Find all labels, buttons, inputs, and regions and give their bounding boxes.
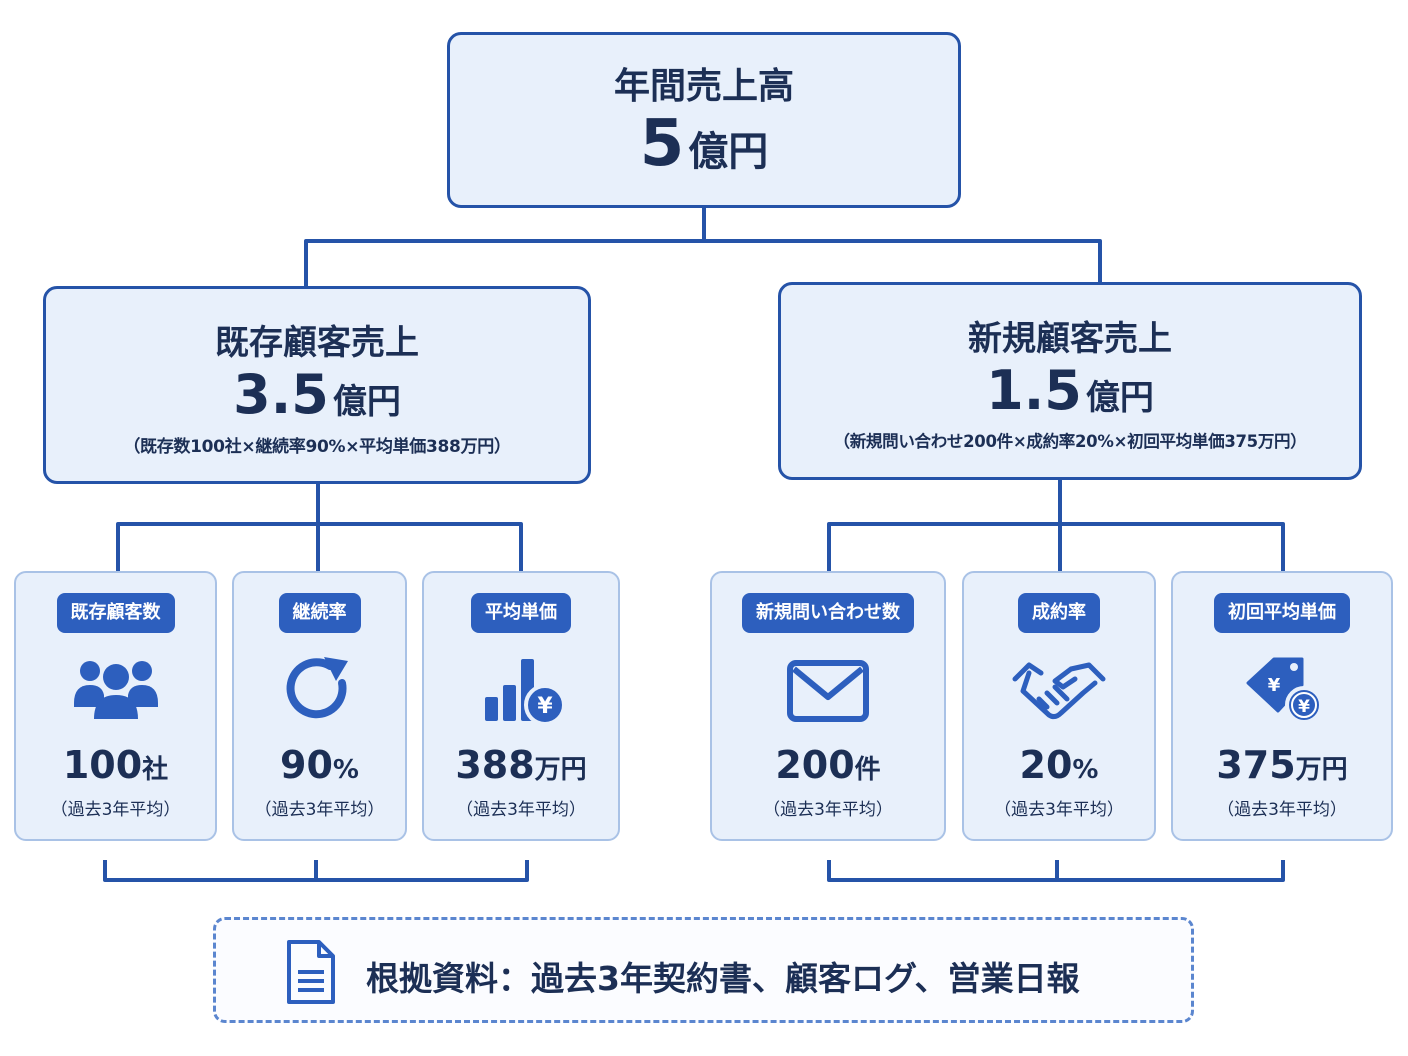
card-note: （過去3年平均） bbox=[763, 800, 893, 820]
refresh-icon bbox=[286, 657, 348, 719]
card-existing-count: 既存顧客数 100社 （過去3年平均） bbox=[14, 571, 217, 841]
svg-text:¥: ¥ bbox=[1298, 697, 1310, 717]
total-revenue-value: 5 bbox=[639, 107, 685, 181]
card-initial-average-price: 初回平均単価 ¥ ¥ 375万円 （過去3年平均） bbox=[1171, 571, 1393, 841]
total-revenue-title: 年間売上高 bbox=[613, 66, 794, 107]
people-icon bbox=[73, 661, 158, 719]
card-note: （過去3年平均） bbox=[254, 800, 385, 820]
existing-revenue-value: 3.5 bbox=[233, 363, 329, 426]
card-note: （過去3年平均） bbox=[50, 800, 181, 820]
existing-revenue-title: 既存顧客売上 bbox=[215, 323, 419, 363]
card-value: 90% bbox=[280, 743, 359, 787]
document-icon bbox=[287, 940, 335, 1004]
card-value: 100社 bbox=[62, 743, 169, 787]
card-label: 初回平均単価 bbox=[1214, 593, 1350, 633]
card-label: 既存顧客数 bbox=[56, 593, 175, 633]
evidence-text: 根拠資料：過去3年契約書、顧客ログ、営業日報 bbox=[366, 959, 1080, 998]
card-conversion-rate: 成約率 20% （過去3年平均） bbox=[962, 571, 1156, 841]
card-value: 375万円 bbox=[1216, 743, 1348, 787]
bracket-new bbox=[827, 860, 1285, 882]
evidence-box: 根拠資料：過去3年契約書、顧客ログ、営業日報 bbox=[213, 917, 1194, 1023]
connector-new bbox=[827, 480, 1285, 571]
handshake-icon bbox=[1012, 662, 1106, 720]
svg-text:¥: ¥ bbox=[1268, 675, 1281, 696]
total-revenue-unit: 億円 bbox=[688, 129, 769, 175]
new-revenue-value: 1.5 bbox=[986, 359, 1082, 422]
connector-top bbox=[304, 208, 1102, 286]
card-value: 200件 bbox=[775, 743, 881, 787]
card-note: （過去3年平均） bbox=[1217, 800, 1347, 820]
card-average-price: 平均単価 ¥ 388万円 （過去3年平均） bbox=[422, 571, 620, 841]
new-revenue-unit: 億円 bbox=[1085, 378, 1154, 418]
card-new-inquiries: 新規問い合わせ数 200件 （過去3年平均） bbox=[710, 571, 946, 841]
card-value: 20% bbox=[1019, 743, 1099, 787]
connector-existing bbox=[116, 484, 523, 571]
card-note: （過去3年平均） bbox=[456, 800, 586, 820]
existing-revenue-formula: （既存数100社×継続率90%×平均単価388万円） bbox=[123, 437, 511, 457]
card-label: 成約率 bbox=[1018, 593, 1100, 633]
bar-chart-yen-icon: ¥ bbox=[485, 659, 566, 726]
new-revenue-formula: （新規問い合わせ200件×成約率20%×初回平均単価375万円） bbox=[833, 432, 1307, 451]
yen-tag-icon: ¥ ¥ bbox=[1246, 657, 1323, 724]
existing-revenue-unit: 億円 bbox=[332, 382, 401, 422]
card-label: 新規問い合わせ数 bbox=[742, 593, 914, 633]
card-label: 継続率 bbox=[278, 593, 361, 633]
card-label: 平均単価 bbox=[471, 593, 571, 633]
new-revenue-title: 新規顧客売上 bbox=[968, 319, 1172, 359]
envelope-icon bbox=[787, 660, 869, 722]
card-retention-rate: 継続率 90% （過去3年平均） bbox=[232, 571, 407, 841]
card-note: （過去3年平均） bbox=[994, 800, 1124, 820]
bracket-existing bbox=[103, 860, 529, 882]
svg-text:¥: ¥ bbox=[537, 694, 553, 719]
card-value: 388万円 bbox=[455, 743, 587, 787]
